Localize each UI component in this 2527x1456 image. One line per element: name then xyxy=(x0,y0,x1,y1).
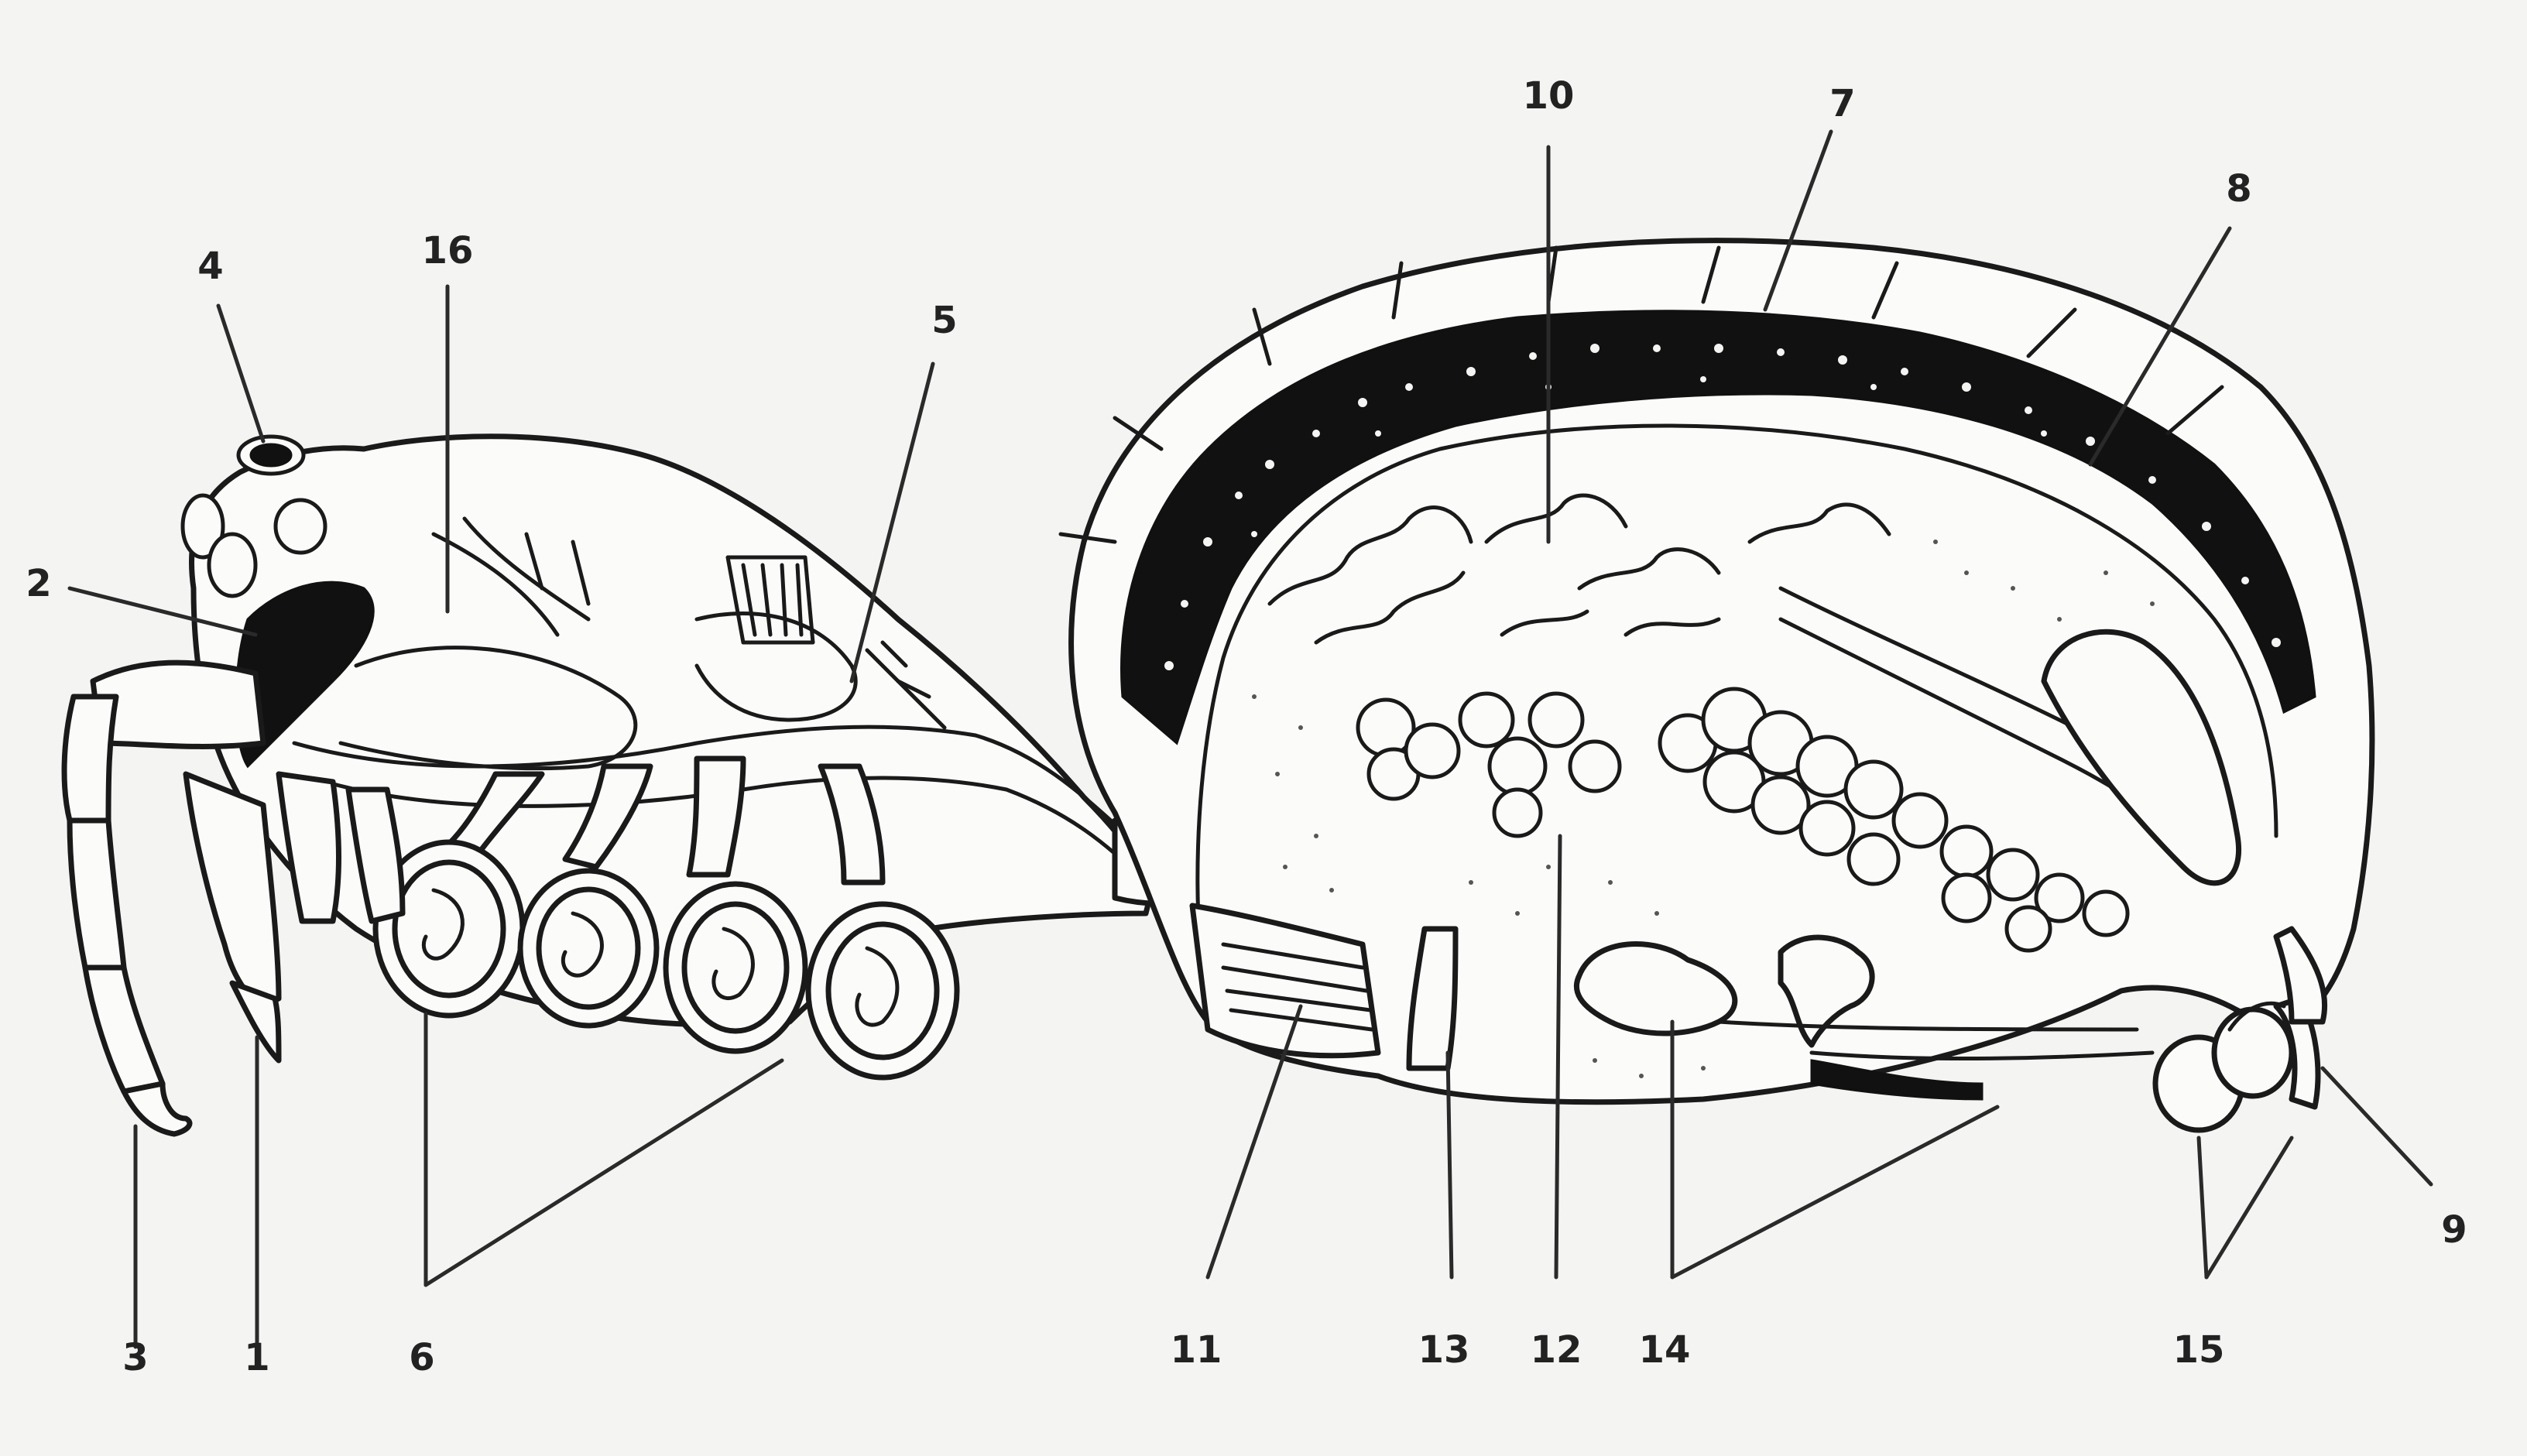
label-6: 6 xyxy=(409,1336,434,1379)
label-4: 4 xyxy=(197,245,223,288)
label-9: 9 xyxy=(2441,1208,2467,1252)
label-16: 16 xyxy=(422,229,474,272)
label-13: 13 xyxy=(1418,1328,1470,1372)
label-8: 8 xyxy=(2226,167,2251,211)
label-14: 14 xyxy=(1639,1328,1691,1372)
label-15: 15 xyxy=(2173,1328,2225,1372)
label-3: 3 xyxy=(122,1336,148,1379)
label-10: 10 xyxy=(1523,74,1575,118)
coxa-3 xyxy=(666,884,805,1051)
abdomen xyxy=(1061,241,2372,1130)
label-1: 1 xyxy=(244,1336,269,1379)
label-11: 11 xyxy=(1171,1328,1222,1372)
label-7: 7 xyxy=(1829,82,1855,125)
label-12: 12 xyxy=(1531,1328,1582,1372)
label-2: 2 xyxy=(26,562,51,605)
coxa-4 xyxy=(808,904,957,1077)
chelicera xyxy=(186,774,403,1060)
label-5: 5 xyxy=(931,299,957,342)
eye-front xyxy=(276,500,325,553)
coxa-2 xyxy=(520,871,657,1026)
